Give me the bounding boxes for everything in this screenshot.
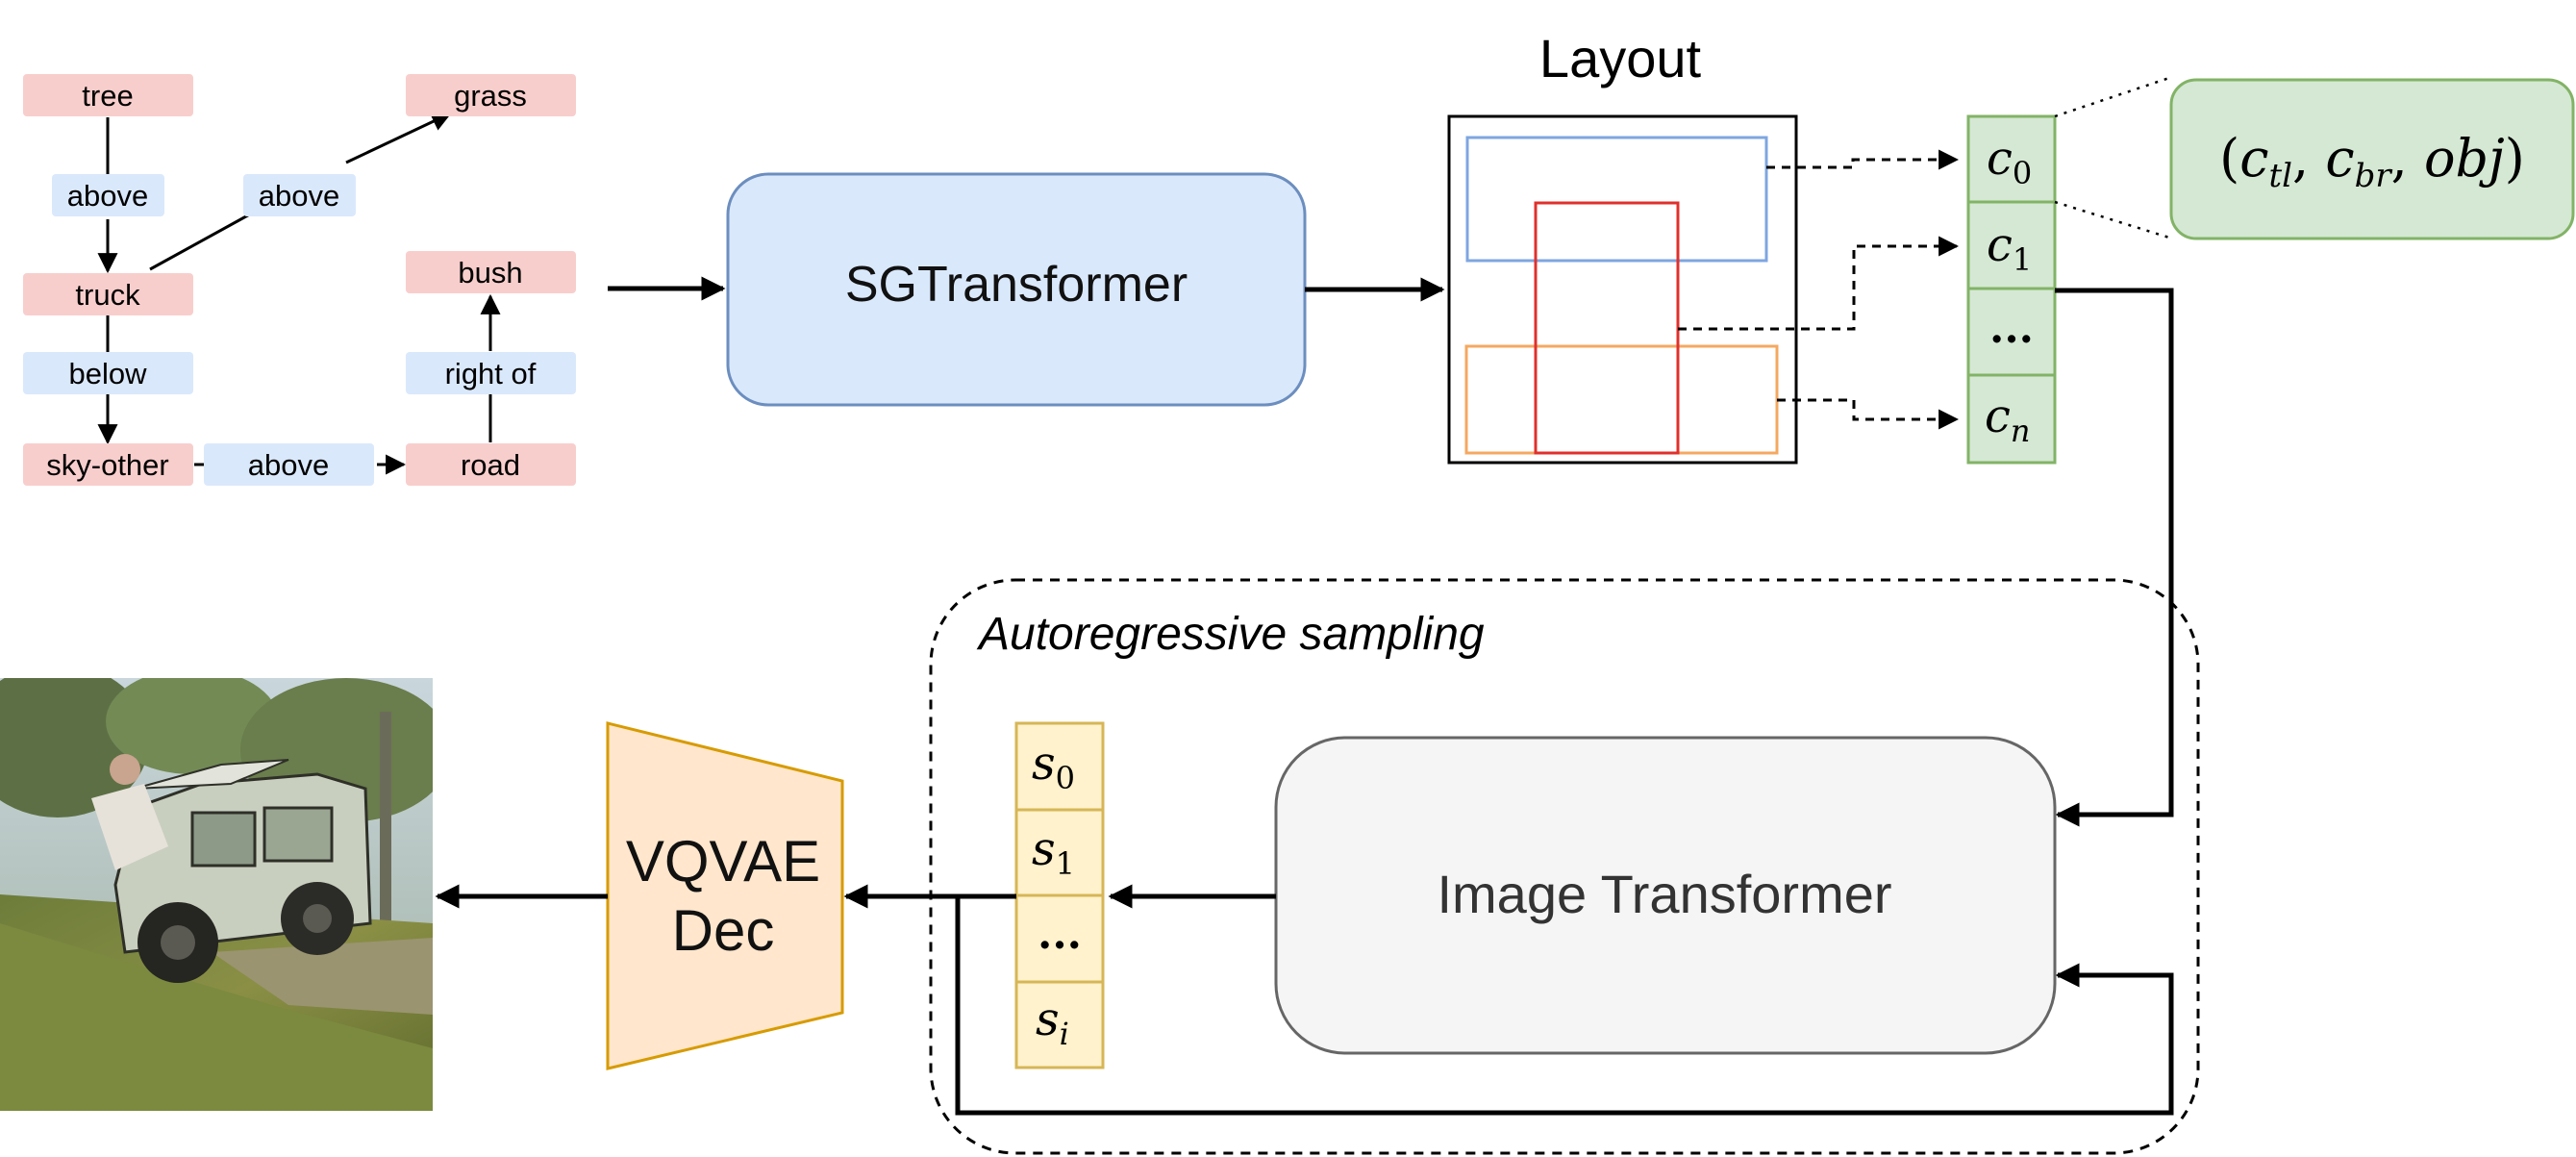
relation-label: above [248, 448, 329, 482]
node-truck: truck [23, 273, 193, 315]
scene-graph: tree grass truck bush sky-other road abo… [23, 74, 576, 486]
layout-box-blue [1465, 136, 1768, 263]
relation-truck-above-grass: above [243, 174, 356, 216]
arrow-tokens-to-image-transformer [2055, 288, 2174, 827]
node-sky-other: sky-other [23, 443, 193, 486]
relation-label: above [67, 179, 148, 213]
image-transformer-block: Image Transformer [1274, 736, 2057, 1055]
token-detail-formula: (ctl, cbr, obj) [2219, 128, 2525, 195]
layout-to-token-connectors [1678, 149, 1960, 430]
token-c0: c0 [1987, 132, 2032, 191]
token-c1: c1 [1987, 218, 2032, 278]
relation-road-right-of-bush: right of [406, 352, 576, 394]
token-s0: s0 [1032, 737, 1075, 796]
token-detail-callout: (ctl, cbr, obj) [2169, 78, 2575, 240]
token-dots: ... [1989, 304, 2034, 353]
autoregressive-label: Autoregressive sampling [976, 609, 1485, 660]
node-sky-other-label: sky-other [46, 448, 168, 482]
sgtransformer-label: SGTransformer [845, 257, 1188, 313]
relation-truck-below-sky: below [23, 352, 193, 394]
relation-label: above [259, 179, 339, 213]
edge-truck-above2 [149, 210, 256, 271]
vqvae-decoder-block: VQVAE Dec [606, 721, 844, 1070]
node-grass-label: grass [454, 79, 527, 113]
sgtransformer-block: SGTransformer [726, 172, 1307, 407]
node-tree-label: tree [82, 79, 133, 113]
generated-image-truck-scene-icon [0, 678, 433, 1111]
connector-orange-cn [1777, 398, 1960, 430]
relation-sky-above-road: above [204, 443, 374, 486]
layout-panel: Layout [1447, 28, 1798, 465]
edge-above2-grass [345, 112, 452, 164]
layout-frame [1447, 114, 1798, 465]
image-transformer-label: Image Transformer [1437, 864, 1891, 924]
connector-blue-c0 [1766, 149, 1960, 170]
relation-tree-above-truck: above [52, 174, 164, 216]
node-tree: tree [23, 74, 193, 116]
zoom-line-bottom [2054, 200, 2170, 239]
layout-title: Layout [1539, 28, 1702, 88]
token-si: si [1036, 993, 1069, 1052]
node-truck-label: truck [75, 278, 140, 312]
node-bush: bush [406, 251, 576, 293]
token-cn: cn [1985, 390, 2031, 449]
token-s1: s1 [1032, 822, 1075, 882]
connector-red-c1 [1678, 236, 1960, 331]
arrow-feedback-loop [955, 896, 2174, 1116]
relation-label: below [69, 357, 148, 390]
node-road: road [406, 443, 576, 486]
node-road-label: road [461, 448, 520, 482]
vqvae-label-line2: Dec [672, 898, 775, 963]
token-sample-dots: ... [1038, 910, 1082, 959]
relation-label: right of [445, 357, 537, 390]
sample-token-column: s0 s1 ... si [1014, 721, 1105, 1069]
zoom-line-top [2054, 76, 2170, 118]
node-grass: grass [406, 74, 576, 116]
node-bush-label: bush [458, 256, 522, 289]
layout-token-column: c0 c1 ... cn [1966, 114, 2057, 465]
vqvae-label-line1: VQVAE [626, 829, 820, 893]
